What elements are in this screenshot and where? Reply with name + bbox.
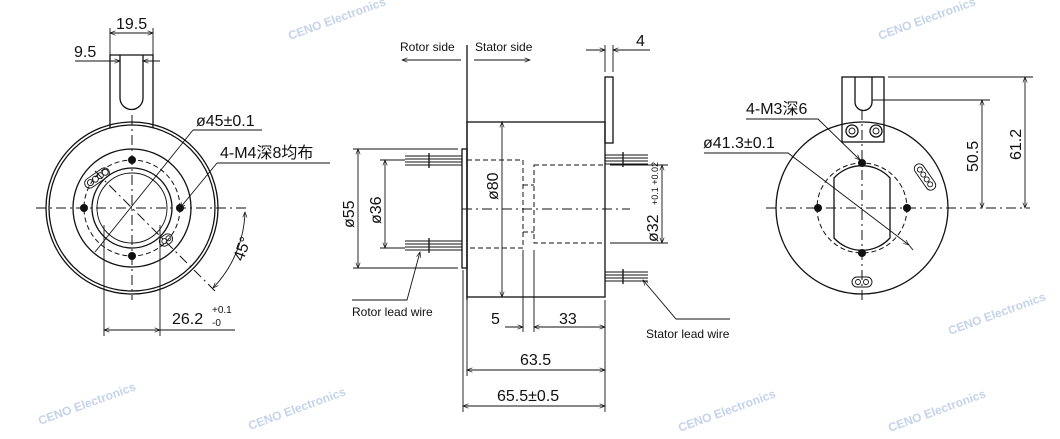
dim-bore: 26.2 bbox=[172, 311, 203, 328]
dim-d36: ø36 bbox=[368, 196, 385, 224]
mount-slot bbox=[854, 77, 873, 112]
wire-connector bbox=[84, 167, 110, 189]
dim-tab-width: 19.5 bbox=[116, 16, 147, 33]
side-view: Rotor side Stator side 4 ø55 bbox=[341, 33, 730, 412]
watermark: CENO Electronics bbox=[886, 386, 988, 434]
watermark: CENO Electronics bbox=[876, 0, 978, 43]
watermark: CENO Electronics bbox=[676, 386, 778, 434]
rear-dim-bolt-circle: ø41.3±0.1 bbox=[703, 135, 775, 152]
dim-bore-tol-lower: -0 bbox=[212, 318, 221, 329]
dim-flange-thickness: 4 bbox=[636, 33, 645, 50]
dim-d32-tol: +0.1 +0.02 bbox=[650, 162, 660, 205]
stator-flange bbox=[604, 76, 614, 144]
mounting-holes bbox=[814, 159, 911, 257]
dim-33: 33 bbox=[559, 311, 577, 328]
dim-63-5: 63.5 bbox=[520, 352, 551, 369]
watermark: CENO Electronics bbox=[946, 289, 1048, 337]
dim-5: 5 bbox=[491, 311, 500, 328]
watermark: CENO Electronics bbox=[36, 379, 138, 427]
dim-50-5: 50.5 bbox=[965, 141, 982, 172]
rotor-lead-wire-label: Rotor lead wire bbox=[352, 305, 433, 319]
mount-tab bbox=[109, 54, 154, 128]
rear-view: 4-M3深6 ø41.3±0.1 50.5 61.2 bbox=[703, 76, 1033, 303]
dim-d80: ø80 bbox=[485, 172, 502, 200]
watermark: CENO Electronics bbox=[246, 384, 348, 432]
dim-65-5: 65.5±0.5 bbox=[497, 388, 559, 405]
front-view: 19.5 9.5 ø45±0.1 4-M4深8均布 45° 26.2 +0.1 … bbox=[36, 16, 330, 336]
dim-d32: ø32 bbox=[645, 214, 662, 242]
rear-note-holes: 4-M3深6 bbox=[746, 100, 807, 118]
dim-d55: ø55 bbox=[341, 200, 358, 228]
stator-side-label: Stator side bbox=[475, 40, 533, 54]
note-holes: 4-M4深8均布 bbox=[220, 144, 313, 162]
wire-connector bbox=[913, 163, 937, 191]
bore bbox=[833, 165, 891, 251]
mount-tab bbox=[841, 76, 885, 143]
stator-lead-wire-label: Stator lead wire bbox=[646, 327, 730, 341]
stator-wires bbox=[605, 152, 648, 284]
watermark: CENO Electronics bbox=[286, 0, 388, 43]
rotor-side-label: Rotor side bbox=[400, 40, 455, 54]
dim-bolt-circle: ø45±0.1 bbox=[196, 113, 255, 130]
dim-61-2: 61.2 bbox=[1008, 129, 1025, 160]
dim-bore-tol-upper: +0.1 bbox=[212, 305, 232, 316]
dim-slot-width: 9.5 bbox=[74, 44, 96, 61]
mount-slot bbox=[119, 55, 144, 111]
dim-angle: 45° bbox=[231, 235, 255, 264]
rotor-wires bbox=[405, 153, 462, 253]
